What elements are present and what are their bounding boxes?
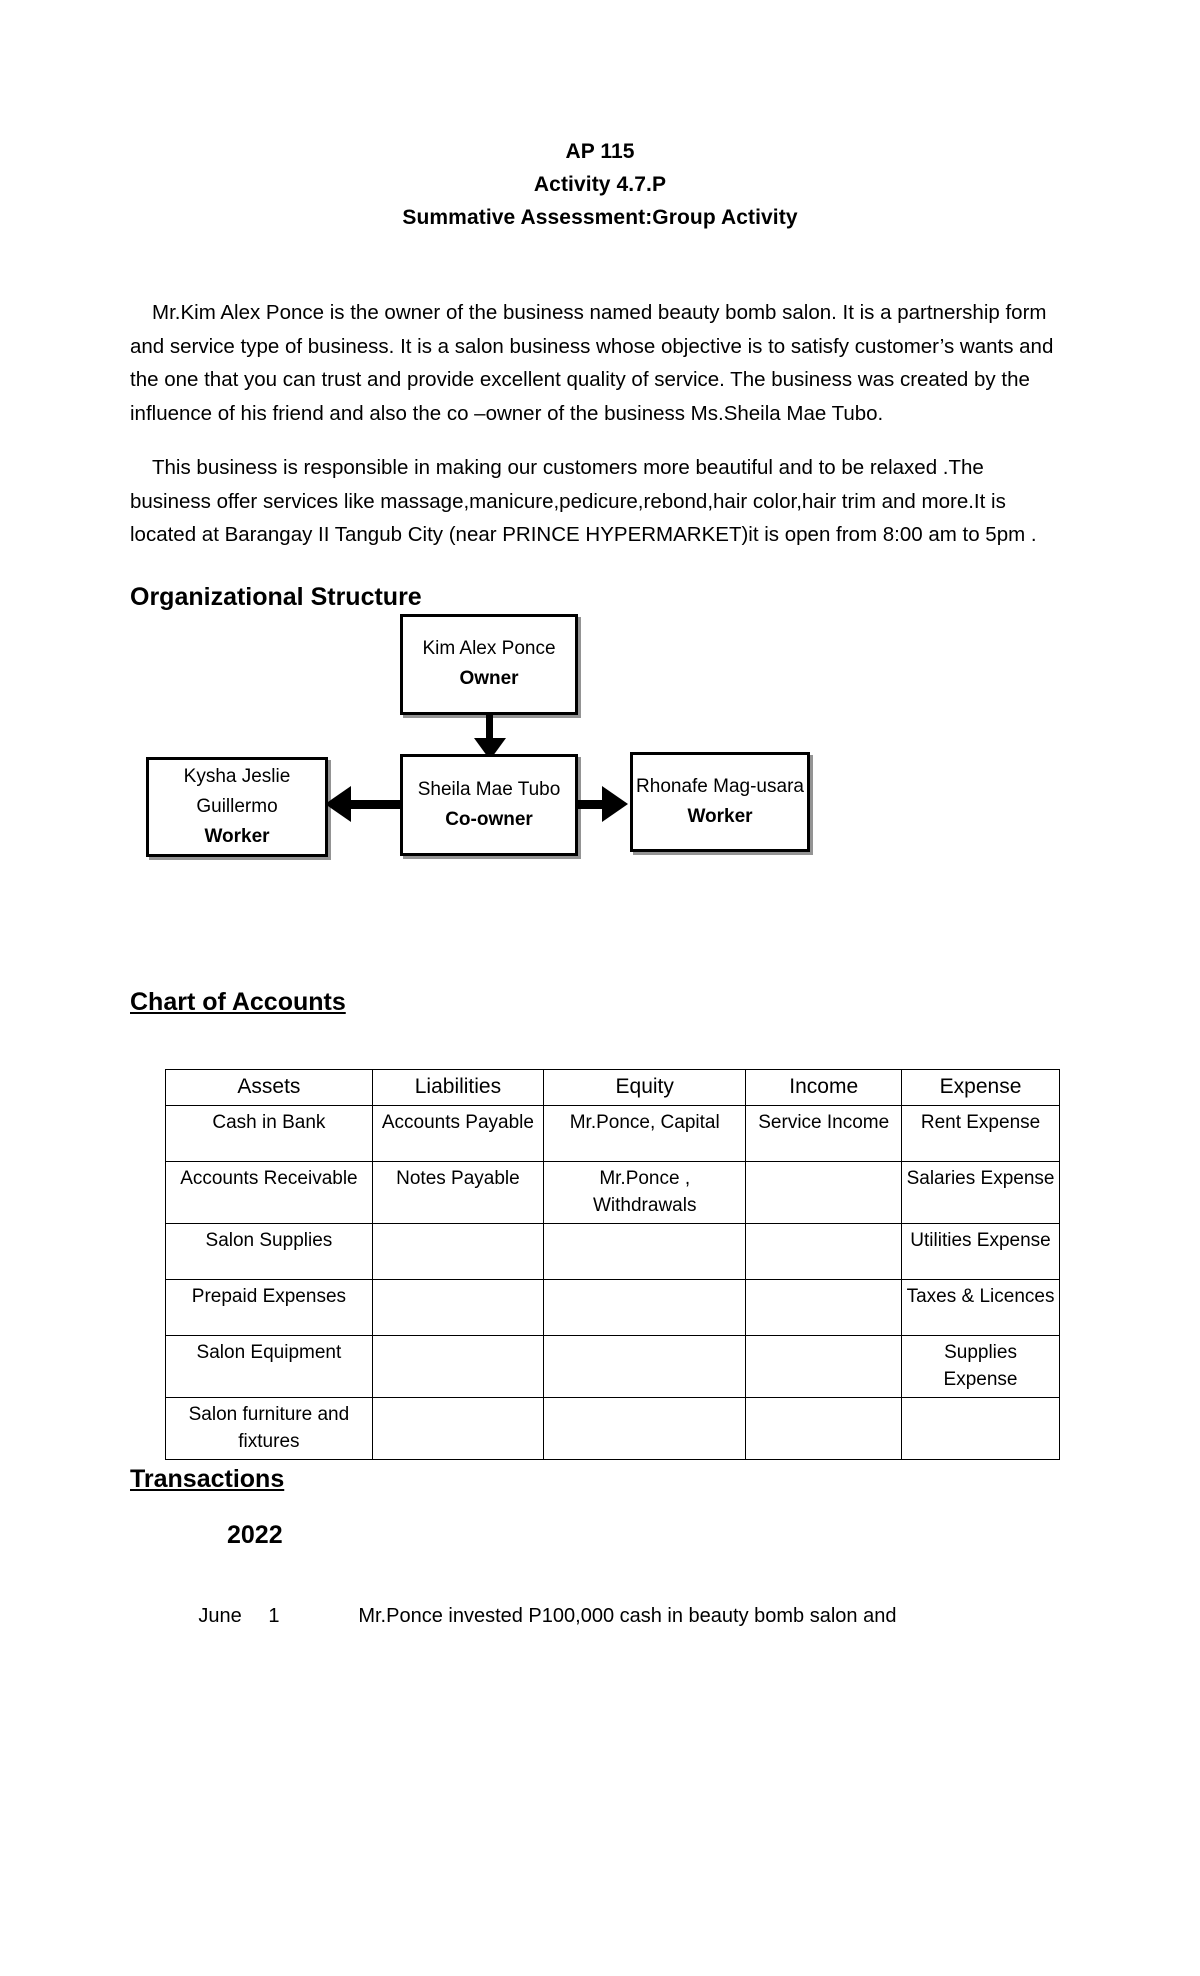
table-cell: Salon Supplies — [165, 1222, 373, 1280]
heading-transactions: Transactions — [130, 1464, 285, 1493]
table-cell: Cash in Bank — [165, 1104, 373, 1162]
organizational-chart: Kim Alex Ponce Owner Kysha Jeslie Guille… — [130, 613, 1070, 869]
transaction-description: Mr.Ponce invested P100,000 cash in beaut… — [358, 1604, 897, 1627]
column-header-liabilities: Liabilities — [371, 1068, 545, 1106]
transaction-month: June — [198, 1604, 242, 1627]
org-box-worker-right-name: Rhonafe Mag-usara — [636, 775, 804, 797]
paragraph-services-location: This business is responsible in making o… — [130, 451, 1070, 552]
org-box-co-owner-role: Co-owner — [445, 808, 533, 830]
transaction-entry: June 1 Mr.Ponce invested P100,000 cash in … — [165, 1574, 1070, 1658]
table-cell: Mr.Ponce , Withdrawals — [543, 1160, 747, 1224]
paragraph-text: Mr.Kim Alex Ponce is the owner of the bu… — [130, 301, 1054, 425]
table-row: Salon furniture and fixtures — [165, 1396, 1060, 1460]
document-title-block: AP 115 Activity 4.7.P Summative Assessme… — [130, 0, 1070, 234]
table-cell: Notes Payable — [371, 1160, 545, 1224]
table-cell — [745, 1334, 903, 1398]
transaction-day: 1 — [268, 1604, 280, 1627]
table-cell: Salaries Expense — [901, 1160, 1060, 1224]
table-header-row: Assets Liabilities Equity Income Expense — [165, 1068, 1060, 1106]
table-cell — [543, 1396, 747, 1460]
table-cell: Salon Equipment — [165, 1334, 373, 1398]
table-cell: Rent Expense — [901, 1104, 1060, 1162]
table-cell — [745, 1160, 903, 1224]
column-header-income: Income — [745, 1068, 903, 1106]
org-box-worker-right-role: Worker — [687, 805, 753, 827]
table-cell — [901, 1396, 1060, 1460]
table-cell: Accounts Payable — [371, 1104, 545, 1162]
title-line-course: AP 115 — [565, 140, 635, 163]
document-content: AP 115 Activity 4.7.P Summative Assessme… — [130, 0, 1070, 1658]
table-row: Salon Equipment Supplies Expense — [165, 1334, 1060, 1398]
table-row: Cash in Bank Accounts Payable Mr.Ponce, … — [165, 1104, 1060, 1162]
table-cell — [371, 1222, 545, 1280]
org-box-owner-name: Kim Alex Ponce — [422, 638, 556, 659]
chart-of-accounts-table-wrapper: Assets Liabilities Equity Income Expense… — [165, 1068, 1070, 1460]
table-cell — [371, 1334, 545, 1398]
table-cell: Mr.Ponce, Capital — [543, 1104, 747, 1162]
table-cell: Accounts Receivable — [165, 1160, 373, 1224]
table-cell: Utilities Expense — [901, 1222, 1060, 1280]
heading-organizational-structure: Organizational Structure — [130, 582, 422, 611]
table-cell — [543, 1222, 747, 1280]
heading-chart-of-accounts: Chart of Accounts — [130, 987, 346, 1016]
column-header-assets: Assets — [165, 1068, 373, 1106]
table-cell: Salon furniture and fixtures — [165, 1396, 373, 1460]
arrow-right-icon-stem — [578, 799, 612, 809]
table-row: Salon Supplies Utilities Expense — [165, 1222, 1060, 1280]
arrow-left-icon — [325, 785, 351, 822]
table-cell — [371, 1396, 545, 1460]
table-cell: Prepaid Expenses — [165, 1278, 373, 1336]
org-box-worker-left-role: Worker — [204, 825, 270, 847]
org-box-worker-left-name: Kysha Jeslie Guillermo — [183, 765, 291, 817]
table-cell: Service Income — [745, 1104, 903, 1162]
org-box-owner: Kim Alex Ponce Owner — [400, 613, 578, 715]
org-box-worker-left: Kysha Jeslie Guillermo Worker — [146, 756, 328, 857]
org-box-owner-role: Owner — [459, 668, 519, 689]
arrow-left-icon-stem — [348, 799, 403, 809]
table-row: Prepaid Expenses Taxes & Licences — [165, 1278, 1060, 1336]
title-line-assessment: Summative Assessment:Group Activity — [402, 206, 798, 229]
column-header-expense: Expense — [901, 1068, 1060, 1106]
table-cell — [543, 1334, 747, 1398]
org-box-worker-right: Rhonafe Mag-usara Worker — [630, 751, 810, 852]
table-cell — [745, 1396, 903, 1460]
org-box-co-owner-name: Sheila Mae Tubo — [417, 778, 561, 800]
title-line-activity: Activity 4.7.P — [533, 173, 667, 196]
paragraph-text: This business is responsible in making o… — [130, 456, 1037, 546]
paragraph-business-overview: Mr.Kim Alex Ponce is the owner of the bu… — [130, 296, 1070, 430]
chart-of-accounts-table: Assets Liabilities Equity Income Expense… — [165, 1068, 1060, 1460]
table-cell: Taxes & Licences — [901, 1278, 1060, 1336]
arrow-down-icon-stem — [486, 714, 493, 743]
table-cell: Supplies Expense — [901, 1334, 1060, 1398]
transactions-year: 2022 — [227, 1520, 283, 1549]
arrow-right-icon — [602, 785, 628, 822]
table-cell — [745, 1278, 903, 1336]
org-box-co-owner: Sheila Mae Tubo Co-owner — [400, 753, 578, 856]
table-row: Accounts Receivable Notes Payable Mr.Pon… — [165, 1160, 1060, 1224]
column-header-equity: Equity — [543, 1068, 747, 1106]
table-cell — [745, 1222, 903, 1280]
table-cell — [371, 1278, 545, 1336]
table-cell — [543, 1278, 747, 1336]
